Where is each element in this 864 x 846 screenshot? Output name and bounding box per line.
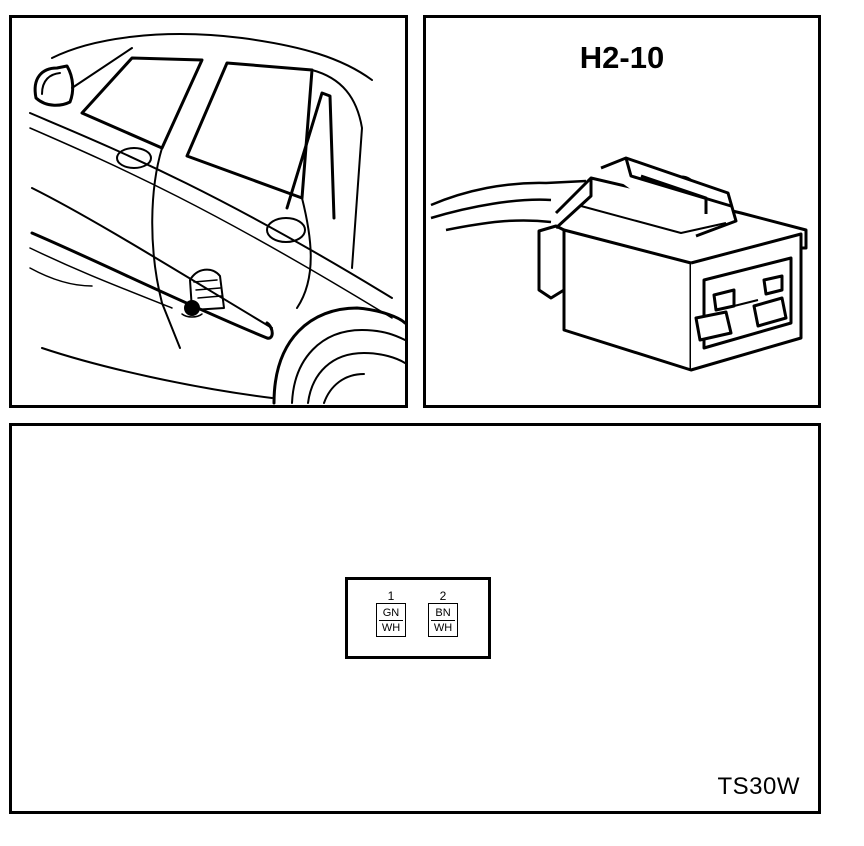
vehicle-side-illustration bbox=[29, 33, 405, 405]
pin-2: 2 BN WH bbox=[428, 590, 458, 637]
wire-color-stripe: WH bbox=[431, 620, 455, 635]
wire-color-stripe: WH bbox=[379, 620, 403, 635]
figure-code: TS30W bbox=[717, 773, 800, 800]
wire-color-primary: GN bbox=[382, 607, 400, 619]
pin-number: 2 bbox=[439, 589, 447, 603]
vehicle-location-panel bbox=[9, 15, 408, 408]
pin-wire-colors: GN WH bbox=[376, 603, 406, 637]
connector-housing-illustration bbox=[430, 156, 808, 372]
connector-illustration-panel: H2-10 bbox=[423, 15, 821, 408]
wire-color-primary: BN bbox=[435, 607, 451, 619]
pin-wire-colors: BN WH bbox=[428, 603, 458, 637]
pinout-panel: 1 GN WH 2 BN WH TS30W bbox=[9, 423, 821, 814]
connector-face: 1 GN WH 2 BN WH bbox=[345, 577, 491, 659]
connector-title: H2-10 bbox=[579, 40, 665, 75]
pin-1: 1 GN WH bbox=[376, 590, 406, 637]
pin-number: 1 bbox=[387, 589, 395, 603]
